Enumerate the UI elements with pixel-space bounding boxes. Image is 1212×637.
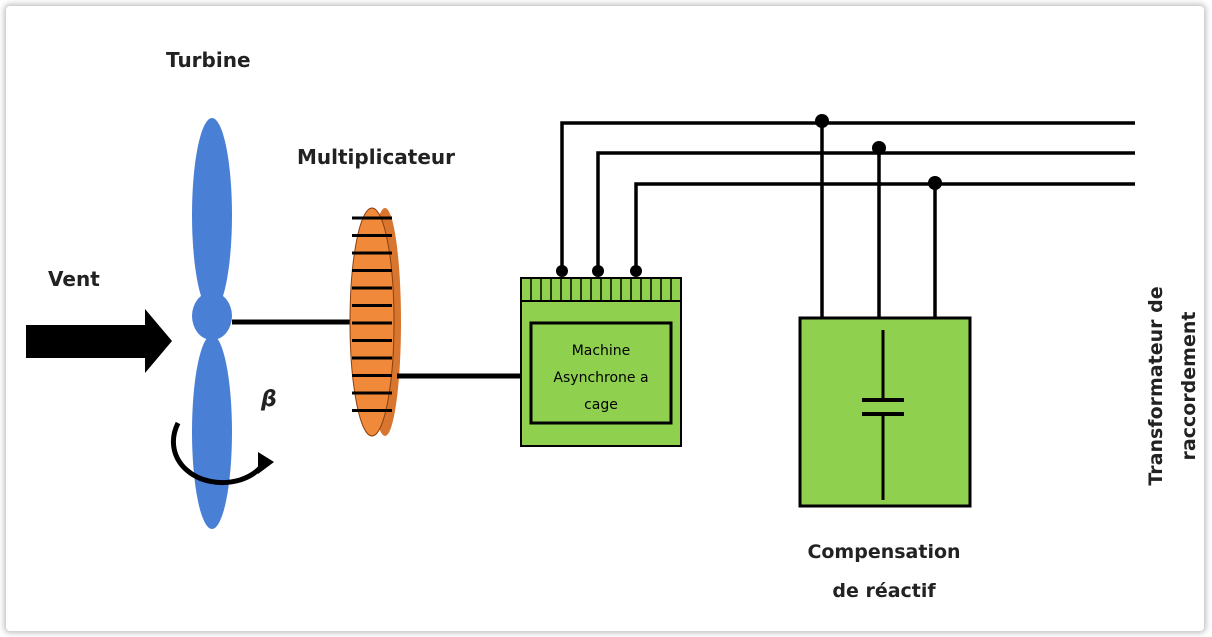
machine-label-line2: Asynchrone a bbox=[553, 370, 648, 386]
asynchronous-machine bbox=[520, 277, 682, 447]
connection-nodes bbox=[556, 114, 942, 277]
multiplier-label: Multiplicateur bbox=[297, 145, 455, 169]
three-phase-lines bbox=[560, 121, 1135, 318]
turbine-label: Turbine bbox=[166, 48, 251, 72]
reactive-compensation-box bbox=[798, 316, 972, 508]
compensation-label-line1: Compensation bbox=[807, 541, 960, 563]
gearbox-icon bbox=[349, 207, 401, 437]
wind-arrow bbox=[26, 309, 172, 373]
transformer-label-line1: Transformateur de bbox=[1145, 286, 1167, 485]
compensation-label-line2: de réactif bbox=[832, 580, 936, 602]
machine-label-line3: cage bbox=[584, 397, 618, 413]
machine-label-line1: Machine bbox=[572, 343, 631, 359]
rotation-arrow-icon bbox=[170, 421, 274, 486]
pitch-angle-label: β bbox=[260, 387, 277, 412]
wind-label: Vent bbox=[48, 267, 100, 291]
turbine-blades bbox=[192, 118, 232, 529]
transformer-label-line2: raccordement bbox=[1178, 312, 1200, 461]
